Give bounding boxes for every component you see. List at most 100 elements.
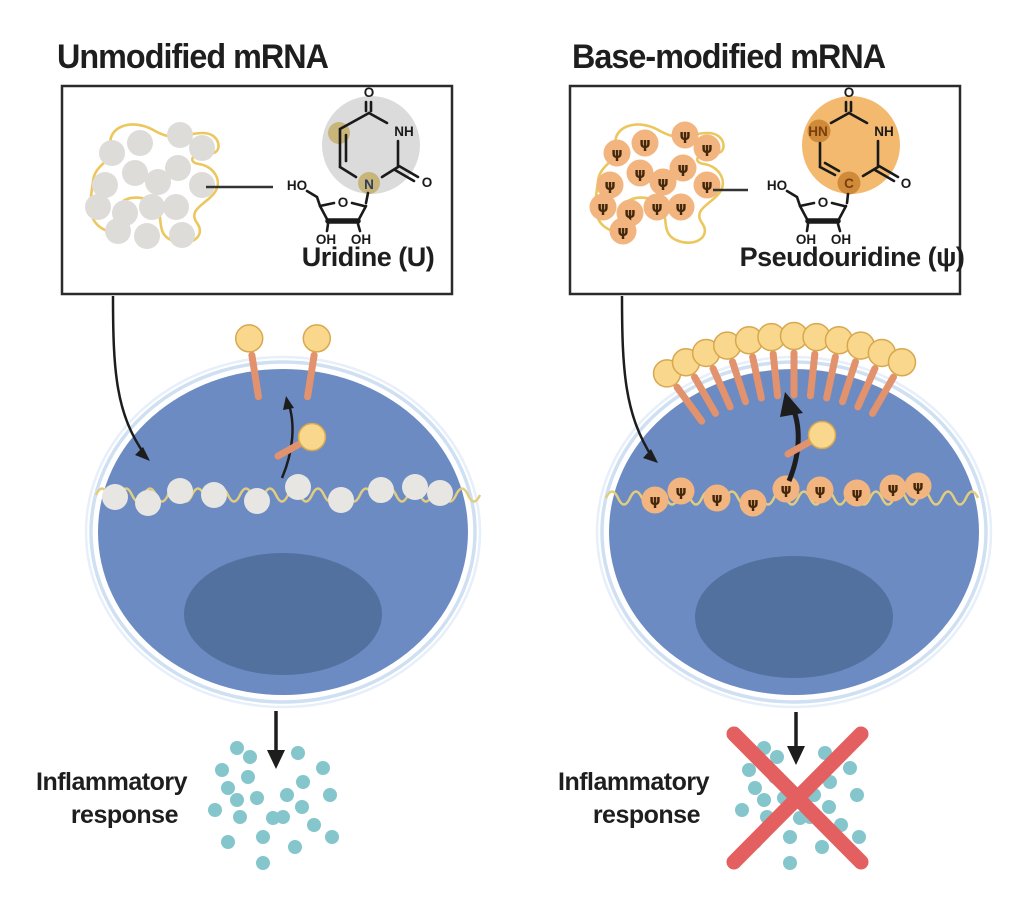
psi-symbol: ψ [624, 206, 635, 222]
cytokine-dot [783, 830, 797, 844]
nucleotide-bead [244, 488, 270, 514]
atom-label: O [844, 85, 855, 100]
psi-symbol: ψ [747, 496, 758, 512]
psi-nucleotide-bead [603, 139, 631, 167]
spike-protein-stalk [673, 383, 706, 425]
spike-protein-stalk [248, 351, 262, 401]
translation-arrowhead [780, 392, 803, 417]
delivery-arrow-left [111, 295, 147, 456]
psi-symbol: ψ [887, 481, 898, 497]
psi-symbol: ψ [814, 483, 825, 499]
nascent-protein-head [297, 422, 327, 452]
psi-symbol: ψ [912, 479, 923, 495]
c5-highlight-dot [837, 171, 861, 195]
psi-symbol: ψ [675, 484, 686, 500]
atom-label: OH [351, 232, 371, 247]
psi-nucleotide-bead [649, 168, 677, 196]
psi-nucleotide-bead [669, 154, 697, 182]
nucleotide-bead [102, 484, 128, 510]
delivery-arrowhead-left [135, 447, 150, 461]
n1-highlight-dot [358, 172, 380, 194]
psi-symbol: ψ [651, 200, 662, 216]
cytokine-dot [215, 763, 229, 777]
nucleotide-bead [167, 122, 193, 148]
cytokine-dot [783, 856, 797, 870]
spike-protein-stalk [823, 353, 839, 402]
cytokine-dot [815, 840, 829, 854]
spike-protein-stalk [729, 358, 749, 406]
cytokine-dot [822, 800, 836, 814]
psi-nucleotide-bead [739, 489, 767, 517]
pseudouridine-ring-bonds [818, 100, 900, 205]
atom-label: OH [831, 232, 851, 247]
nucleotide-bead [85, 194, 111, 220]
right-panel-box [568, 84, 962, 296]
n1-highlight-dot [807, 119, 831, 143]
psi-symbol: ψ [780, 482, 791, 498]
left-outcome-label: Inflammatory response [36, 766, 187, 832]
nucleotide-bead [189, 172, 215, 198]
atom-label: NH [394, 124, 414, 139]
psi-nucleotide-bead [703, 484, 731, 512]
nucleotide-bead [328, 487, 354, 513]
cytokine-dot [230, 793, 244, 807]
nucleotide-bead [368, 477, 394, 503]
atom-label: O [818, 195, 829, 210]
pseudouridine-label: Pseudouridine (ψ) [740, 242, 965, 272]
nucleotide-bead [167, 478, 193, 504]
nucleotide-bead [145, 169, 171, 195]
cytokine-dot [288, 840, 302, 854]
outcome-line-2: response [70, 801, 179, 829]
nucleotide-bead [99, 140, 125, 166]
atom-label: OH [796, 232, 816, 247]
nucleotide-bead [134, 223, 160, 249]
atom-label-n1: N [364, 177, 374, 192]
cytokine-dot [295, 800, 309, 814]
spike-protein-stalk [749, 353, 765, 402]
psi-symbol: ψ [604, 178, 615, 194]
mrna-bead-cluster-left [85, 122, 215, 249]
outcome-arrowhead-right [787, 746, 805, 765]
cytokine-dot [280, 788, 294, 802]
outcome-arrowhead-left [267, 750, 285, 769]
psi-symbol: ψ [657, 175, 668, 191]
psi-symbol: ψ [617, 224, 628, 240]
cytokine-dot [843, 761, 857, 775]
cytokine-dot [757, 793, 771, 807]
translation-arrowhead [283, 396, 294, 410]
cytokine-dot [233, 810, 247, 824]
outcome-line-2: response [592, 801, 701, 829]
nucleus [695, 556, 893, 678]
cytokine-dot [323, 788, 337, 802]
membrane-outer-ring [84, 355, 482, 709]
nucleotide-bead [139, 194, 165, 220]
delivery-arrowhead-right [643, 449, 658, 463]
nucleotide-bead [285, 474, 311, 500]
cytokine-dot [735, 803, 749, 817]
psi-nucleotide-bead [609, 217, 637, 245]
outcome-line-1: Inflammatory [36, 768, 187, 796]
psi-nucleotide-bead [772, 475, 800, 503]
cytokine-dot [770, 750, 784, 764]
uridine-ring-bonds [338, 100, 420, 205]
spike-protein-stalk [854, 364, 879, 411]
nucleotide-bead [427, 480, 453, 506]
psi-symbol: ψ [677, 161, 688, 177]
psi-symbol: ψ [851, 486, 862, 502]
membrane-ring [89, 360, 477, 704]
cell-left [84, 355, 482, 709]
nucleotide-bead [201, 482, 227, 508]
psi-symbol: ψ [675, 200, 686, 216]
spike-protein-head [234, 324, 264, 353]
cytokine-dot [256, 856, 270, 870]
left-panel-title: Unmodified mRNA [57, 38, 329, 76]
atom-label: NH [874, 124, 894, 139]
cytokine-dot [243, 750, 257, 764]
cytokine-dot [221, 835, 235, 849]
atom-label: HO [767, 178, 787, 193]
psi-nucleotide-bead [671, 121, 699, 149]
